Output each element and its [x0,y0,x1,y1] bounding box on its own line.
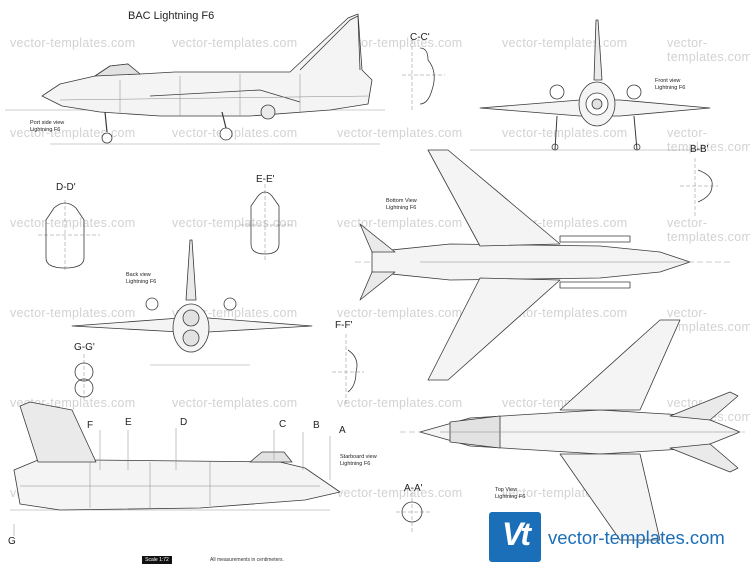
section-bb-drawing [680,158,718,218]
watermark-text: vector-templates.com [337,306,463,320]
section-aa-drawing [396,492,430,532]
view-model: Lightning F6 [126,279,157,285]
view-name: Top View [495,487,518,493]
watermark-text: vector-templates.com [172,36,298,50]
watermark-text: vector-templates.com [667,216,750,244]
station-letter-a: A [339,425,346,436]
watermark-text: vector-templates.com [337,396,463,410]
view-model: Lightning F6 [340,461,371,467]
watermark-text: vector-templates.com [172,396,298,410]
view-model: Lightning F6 [30,127,61,133]
measurements-note: All measurements in centimeters. [210,557,284,563]
starboard-view-label: Starboard view Lightning F6 [340,454,377,468]
front-view-drawing [470,19,711,151]
front-view-label: Front view Lightning F6 [655,78,685,92]
section-aa-label: A-A' [404,483,423,494]
station-letter-c: C [279,419,287,430]
scale-label: Scale 1:72 [142,556,172,564]
section-ee-drawing [240,184,292,262]
station-letter-f: F [87,420,94,431]
top-view-label: Top View Lightning F6 [495,487,525,501]
section-cc-drawing [402,40,445,110]
section-dd-drawing [38,200,100,272]
top-view-drawing [400,319,745,541]
view-name: Back view [126,272,151,278]
section-ee-label: E-E' [256,174,275,185]
watermark-text: vector-templates.com [502,126,628,140]
station-letter-b: B [313,420,320,431]
section-ff-label: F-F' [335,320,353,331]
bottom-view-drawing [355,149,730,381]
watermark-text: vector-templates.com [172,126,298,140]
station-letter-d: D [180,417,188,428]
section-gg-drawing [74,354,94,400]
port-side-view-drawing [5,13,385,145]
bottom-view-label: Bottom View Lightning F6 [386,198,417,212]
section-cc-label: C-C' [410,32,430,43]
logo-letters: Vt [502,516,531,552]
section-dd-label: D-D' [56,182,76,193]
watermark-text: vector-templates.com [667,36,750,64]
watermark-text: vector-templates.com [502,306,628,320]
vt-logo[interactable]: Vt [489,512,541,562]
watermark-text: vector-templates.com [337,36,463,50]
view-name: Starboard view [340,454,377,460]
view-model: Lightning F6 [495,494,526,500]
watermark-text: vector-templates.com [337,126,463,140]
station-letter-g: G [8,536,16,547]
view-model: Lightning F6 [386,205,417,211]
back-view-label: Back view Lightning F6 [126,272,156,286]
view-name: Bottom View [386,198,417,204]
watermark-text: vector-templates.com [667,306,750,334]
starboard-view-drawing [10,401,341,536]
watermark-text: vector-templates.com [337,216,463,230]
view-name: Front view [655,78,681,84]
watermark-text: vector-templates.com [10,36,136,50]
station-letter-e: E [125,417,132,428]
section-ff-drawing [332,334,364,404]
section-bb-label: B-B' [690,144,709,155]
watermark-text: vector-templates.com [172,216,298,230]
view-name: Port side view [30,120,65,126]
view-model: Lightning F6 [655,85,686,91]
watermark-text: vector-templates.com [10,216,136,230]
logo-website-link[interactable]: vector-templates.com [548,527,725,548]
back-view-drawing [71,239,313,366]
watermark-text: vector-templates.com [337,486,463,500]
watermark-text: vector-templates.com [667,126,750,154]
section-gg-label: G-G' [74,342,95,353]
drawing-title: BAC Lightning F6 [128,10,215,22]
port-side-view-label: Port side view Lightning F6 [30,120,64,134]
watermark-text: vector-templates.com [10,306,136,320]
